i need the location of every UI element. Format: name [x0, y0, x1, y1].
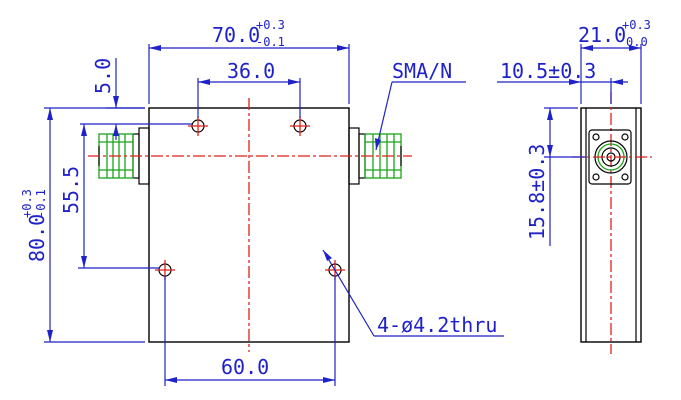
connector-label: SMA/N: [392, 59, 452, 83]
height-value: 80.0: [25, 214, 49, 262]
height-dimension: 80.0 +0.3 -0.1: [20, 107, 145, 343]
connector-offset-v-value: 15.8±0.3: [525, 144, 549, 240]
bottom-hole-spacing-value: 60.0: [221, 355, 269, 379]
depth-tol-upper: +0.3: [622, 18, 651, 32]
side-view: 21.0 +0.3 0.0 10.5±0.3 15.8±0.3: [497, 18, 652, 354]
top-hole-spacing-value: 36.0: [227, 59, 275, 83]
connector-offset-v-dimension: 15.8±0.3: [525, 107, 586, 246]
top-offset-value: 5.0: [91, 58, 115, 94]
bottom-hole-spacing-dimension: 60.0: [164, 276, 336, 386]
height-tol-upper: +0.3: [20, 189, 34, 218]
width-tol-upper: +0.3: [256, 18, 285, 32]
mounting-hole-top-right: [290, 116, 310, 136]
width-value: 70.0: [212, 23, 260, 47]
height-tol-lower: -0.1: [34, 189, 48, 218]
depth-tol-lower: 0.0: [626, 35, 648, 49]
connector-offset-h-value: 10.5±0.3: [500, 59, 596, 83]
hole-callout: 4-ø4.2thru: [322, 249, 504, 337]
width-dimension: 70.0 +0.3 -0.1: [148, 18, 350, 104]
connector-offset-h-dimension: 10.5±0.3: [497, 59, 628, 104]
mounting-hole-top-left: [188, 116, 208, 136]
front-view: 70.0 +0.3 -0.1 36.0 SMA/N: [20, 18, 504, 386]
width-tol-lower: -0.1: [256, 35, 285, 49]
top-hole-spacing-dimension: 36.0: [197, 59, 301, 118]
hole-callout-text: 4-ø4.2thru: [377, 313, 497, 337]
top-offset-dimension: 5.0: [80, 58, 192, 140]
connector-callout: SMA/N: [375, 59, 466, 151]
depth-value: 21.0: [578, 23, 626, 47]
hole-vertical-spacing-dimension: 55.5: [59, 124, 160, 269]
depth-dimension: 21.0 +0.3 0.0: [578, 18, 651, 104]
hole-vertical-spacing-value: 55.5: [59, 166, 83, 214]
